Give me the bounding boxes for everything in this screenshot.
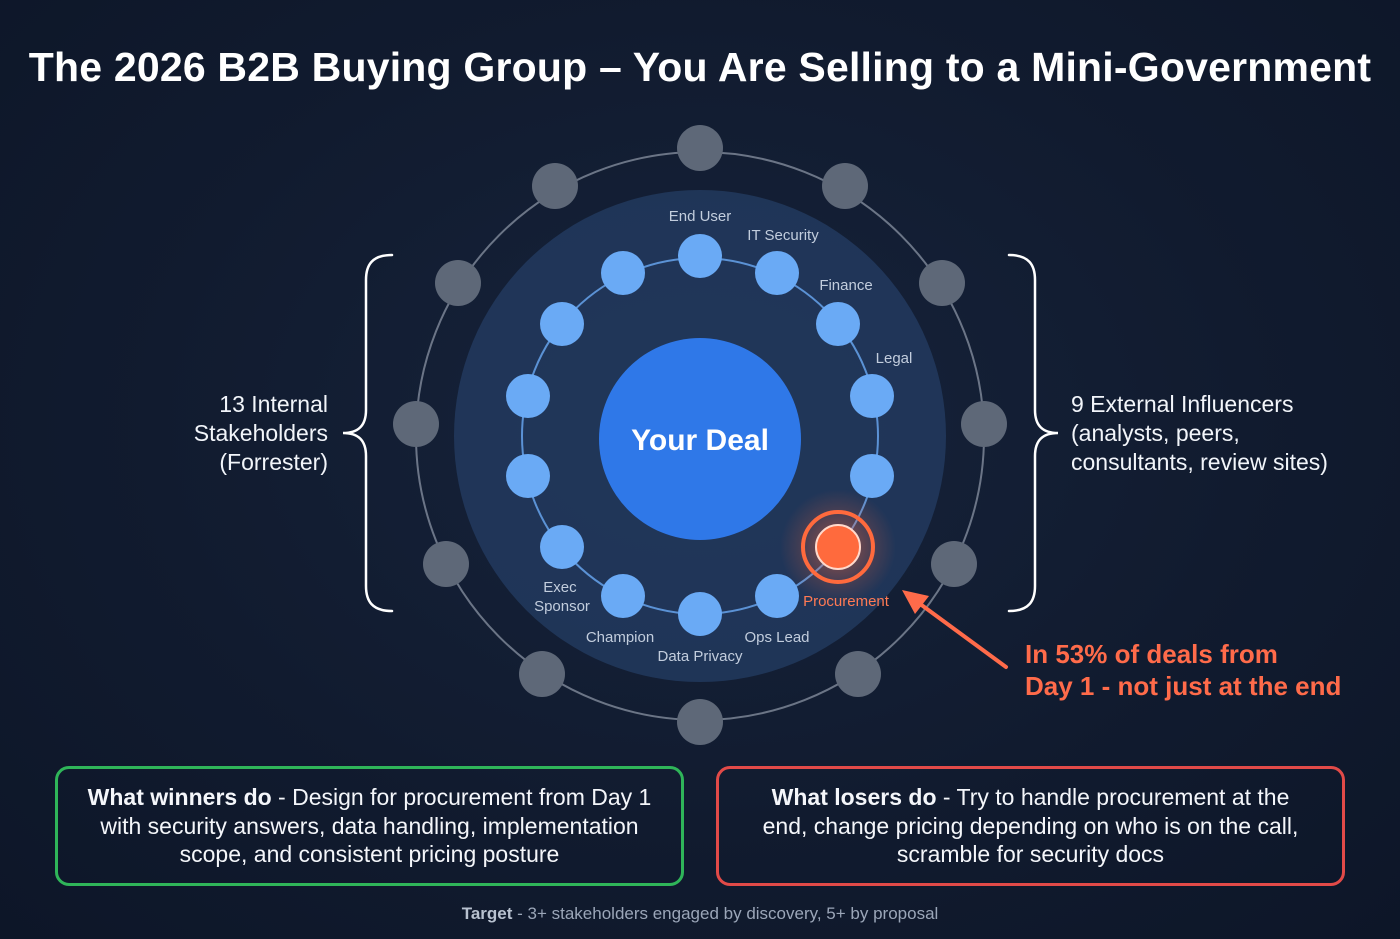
procurement-highlight [780, 489, 896, 605]
external-node [423, 541, 469, 587]
internal-node [506, 374, 550, 418]
procurement-halo [801, 510, 875, 584]
role-label-data-privacy: Data Privacy [657, 648, 743, 665]
page-title: The 2026 B2B Buying Group – You Are Sell… [28, 44, 1372, 90]
external-node [435, 260, 481, 306]
internal-node-it-security [755, 251, 799, 295]
internal-node [601, 251, 645, 295]
internal-node-legal [850, 374, 894, 418]
footer-text: - 3+ stakeholders engaged by discovery, … [512, 904, 939, 923]
external-influencers-label: 9 External Influencers (analysts, peers,… [1071, 390, 1328, 477]
role-label-finance: Finance [819, 277, 872, 294]
winners-line-3: scope, and consistent pricing posture [179, 841, 560, 868]
callout-arrowhead [902, 590, 929, 614]
external-label-line: (analysts, peers, [1071, 420, 1240, 446]
callout-line: Day 1 - not just at the end [1025, 671, 1342, 701]
internal-node [506, 454, 550, 498]
footer-target: Target - 3+ stakeholders engaged by disc… [0, 904, 1400, 924]
external-label-line: consultants, review sites) [1071, 449, 1328, 475]
winners-line-1: What winners do - Design for procurement… [87, 784, 652, 811]
internal-node-data-privacy [678, 592, 722, 636]
winners-box: What winners do - Design for procurement… [55, 766, 684, 886]
role-label-champion: Champion [586, 629, 654, 646]
external-node [393, 401, 439, 447]
role-label-procurement: Procurement [803, 593, 890, 610]
internal-nodes [506, 234, 894, 636]
internal-node [540, 302, 584, 346]
losers-line-1: What losers do - Try to handle procureme… [771, 784, 1290, 811]
right-brace [1007, 253, 1059, 613]
losers-box: What losers do - Try to handle procureme… [716, 766, 1345, 886]
external-node [919, 260, 965, 306]
external-node [931, 541, 977, 587]
internal-label-line: 13 Internal [219, 391, 328, 417]
internal-label-line: Stakeholders [193, 420, 328, 446]
internal-node-ops-lead [755, 574, 799, 618]
role-label-ops-lead: Ops Lead [744, 629, 809, 646]
internal-node-end-user [678, 234, 722, 278]
external-node [835, 651, 881, 697]
winners-heading: What winners do [87, 784, 272, 811]
external-node [961, 401, 1007, 447]
winners-line-2: with security answers, data handling, im… [100, 812, 639, 839]
external-node [677, 699, 723, 745]
losers-line-3: scramble for security docs [896, 841, 1165, 868]
internal-node [850, 454, 894, 498]
external-label-line: 9 External Influencers [1071, 391, 1294, 417]
role-label-exec-sponsor: Exec Sponsor [534, 579, 590, 615]
left-brace [342, 253, 394, 613]
procurement-callout: In 53% of deals from Day 1 - not just at… [1025, 638, 1341, 702]
external-node [519, 651, 565, 697]
external-nodes [393, 125, 1007, 745]
role-label-it-security: IT Security [747, 227, 819, 244]
internal-label-line: (Forrester) [219, 449, 328, 475]
losers-heading: What losers do [771, 784, 937, 811]
callout-line: In 53% of deals from [1025, 639, 1278, 669]
external-node [677, 125, 723, 171]
internal-stakeholders-label: 13 Internal Stakeholders (Forrester) [194, 390, 328, 477]
internal-node-finance [816, 302, 860, 346]
procurement-node [815, 524, 861, 570]
external-node [532, 163, 578, 209]
footer-label: Target [461, 904, 513, 923]
your-deal-circle [599, 338, 801, 540]
role-label-end-user: End User [669, 208, 732, 225]
external-node [822, 163, 868, 209]
callout-arrow [910, 596, 1008, 669]
your-deal-label: Your Deal [631, 424, 769, 457]
role-label-legal: Legal [876, 350, 913, 367]
losers-line-2: end, change pricing depending on who is … [762, 812, 1299, 839]
internal-node-champion [601, 574, 645, 618]
internal-node-exec-sponsor [540, 525, 584, 569]
